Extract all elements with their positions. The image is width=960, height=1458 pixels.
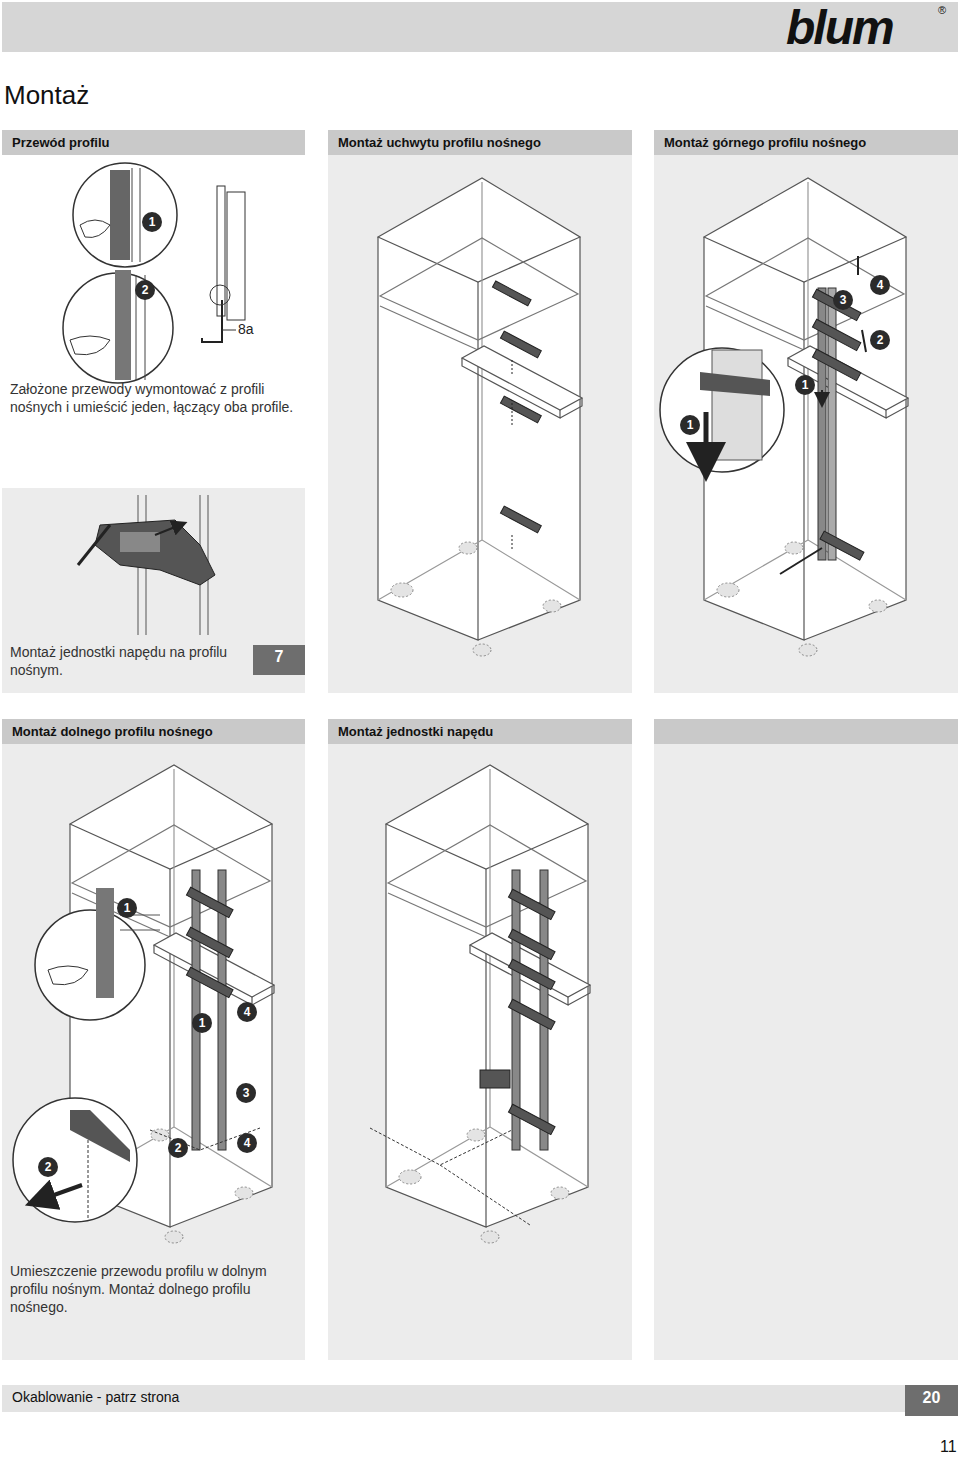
empty-header bbox=[654, 719, 958, 744]
panel-header: Montaż górnego profilu nośnego bbox=[654, 130, 958, 155]
callout-number: 1 bbox=[192, 1013, 212, 1033]
callout-number: 1 bbox=[142, 212, 162, 232]
panel-header: Montaż jednostki napędu bbox=[328, 719, 632, 744]
panel-ground bbox=[2, 488, 305, 693]
trademark-sign: ® bbox=[938, 4, 946, 16]
panel: Montaż jednostki napędu bbox=[328, 719, 632, 1360]
panel-ground bbox=[2, 744, 305, 1360]
footer-note: Okablowanie - patrz strona bbox=[12, 1389, 179, 1406]
panel-ground bbox=[328, 155, 632, 693]
callout-number: 4 bbox=[237, 1133, 257, 1153]
footer-bar: Okablowanie - patrz strona 20 bbox=[2, 1385, 958, 1412]
part-label: 8a bbox=[238, 321, 254, 337]
panel-text: Montaż jednostki napędu na profilu nośny… bbox=[10, 643, 245, 679]
brand-logo: blum bbox=[786, 4, 893, 52]
page-number: 11 bbox=[940, 1438, 957, 1456]
panel-header: Montaż dolnego profilu nośnego bbox=[2, 719, 305, 744]
panel-header: Montaż uchwytu profilu nośnego bbox=[328, 130, 632, 155]
callout-number: 1 bbox=[117, 898, 137, 918]
page-ref-box: 20 bbox=[905, 1385, 958, 1416]
page-title: Montaż bbox=[4, 80, 89, 111]
panel: Montaż dolnego profilu nośnegoUmieszczen… bbox=[2, 719, 305, 1360]
panel-ground bbox=[654, 744, 958, 1360]
panel-header: Przewód profilu bbox=[2, 130, 305, 155]
step-box: 7 bbox=[253, 645, 305, 675]
callout-number: 2 bbox=[38, 1157, 58, 1177]
callout-number: 4 bbox=[870, 275, 890, 295]
panel-text: Umieszczenie przewodu profilu w dolnym p… bbox=[10, 1262, 302, 1316]
panel: Montaż górnego profilu nośnego bbox=[654, 130, 958, 693]
callout-number: 3 bbox=[833, 290, 853, 310]
step-number: 7 bbox=[253, 645, 305, 669]
callout-number: 2 bbox=[870, 330, 890, 350]
callout-number: 1 bbox=[795, 375, 815, 395]
step-number: 20 bbox=[905, 1385, 958, 1410]
panel-ground bbox=[328, 744, 632, 1360]
panel-text: Założone przewody wymontować z profili n… bbox=[10, 380, 295, 416]
top-banner bbox=[2, 2, 958, 52]
callout-number: 4 bbox=[237, 1002, 257, 1022]
panel-ground bbox=[654, 155, 958, 693]
panel: Przewód profiluZałożone przewody wymonto… bbox=[2, 130, 305, 488]
callout-number: 2 bbox=[168, 1138, 188, 1158]
callout-number: 3 bbox=[236, 1083, 256, 1103]
panel: Montaż uchwytu profilu nośnego bbox=[328, 130, 632, 693]
callout-number: 2 bbox=[135, 280, 155, 300]
callout-number: 1 bbox=[680, 415, 700, 435]
panel: Montaż jednostki napędu na profilu nośny… bbox=[2, 488, 305, 693]
